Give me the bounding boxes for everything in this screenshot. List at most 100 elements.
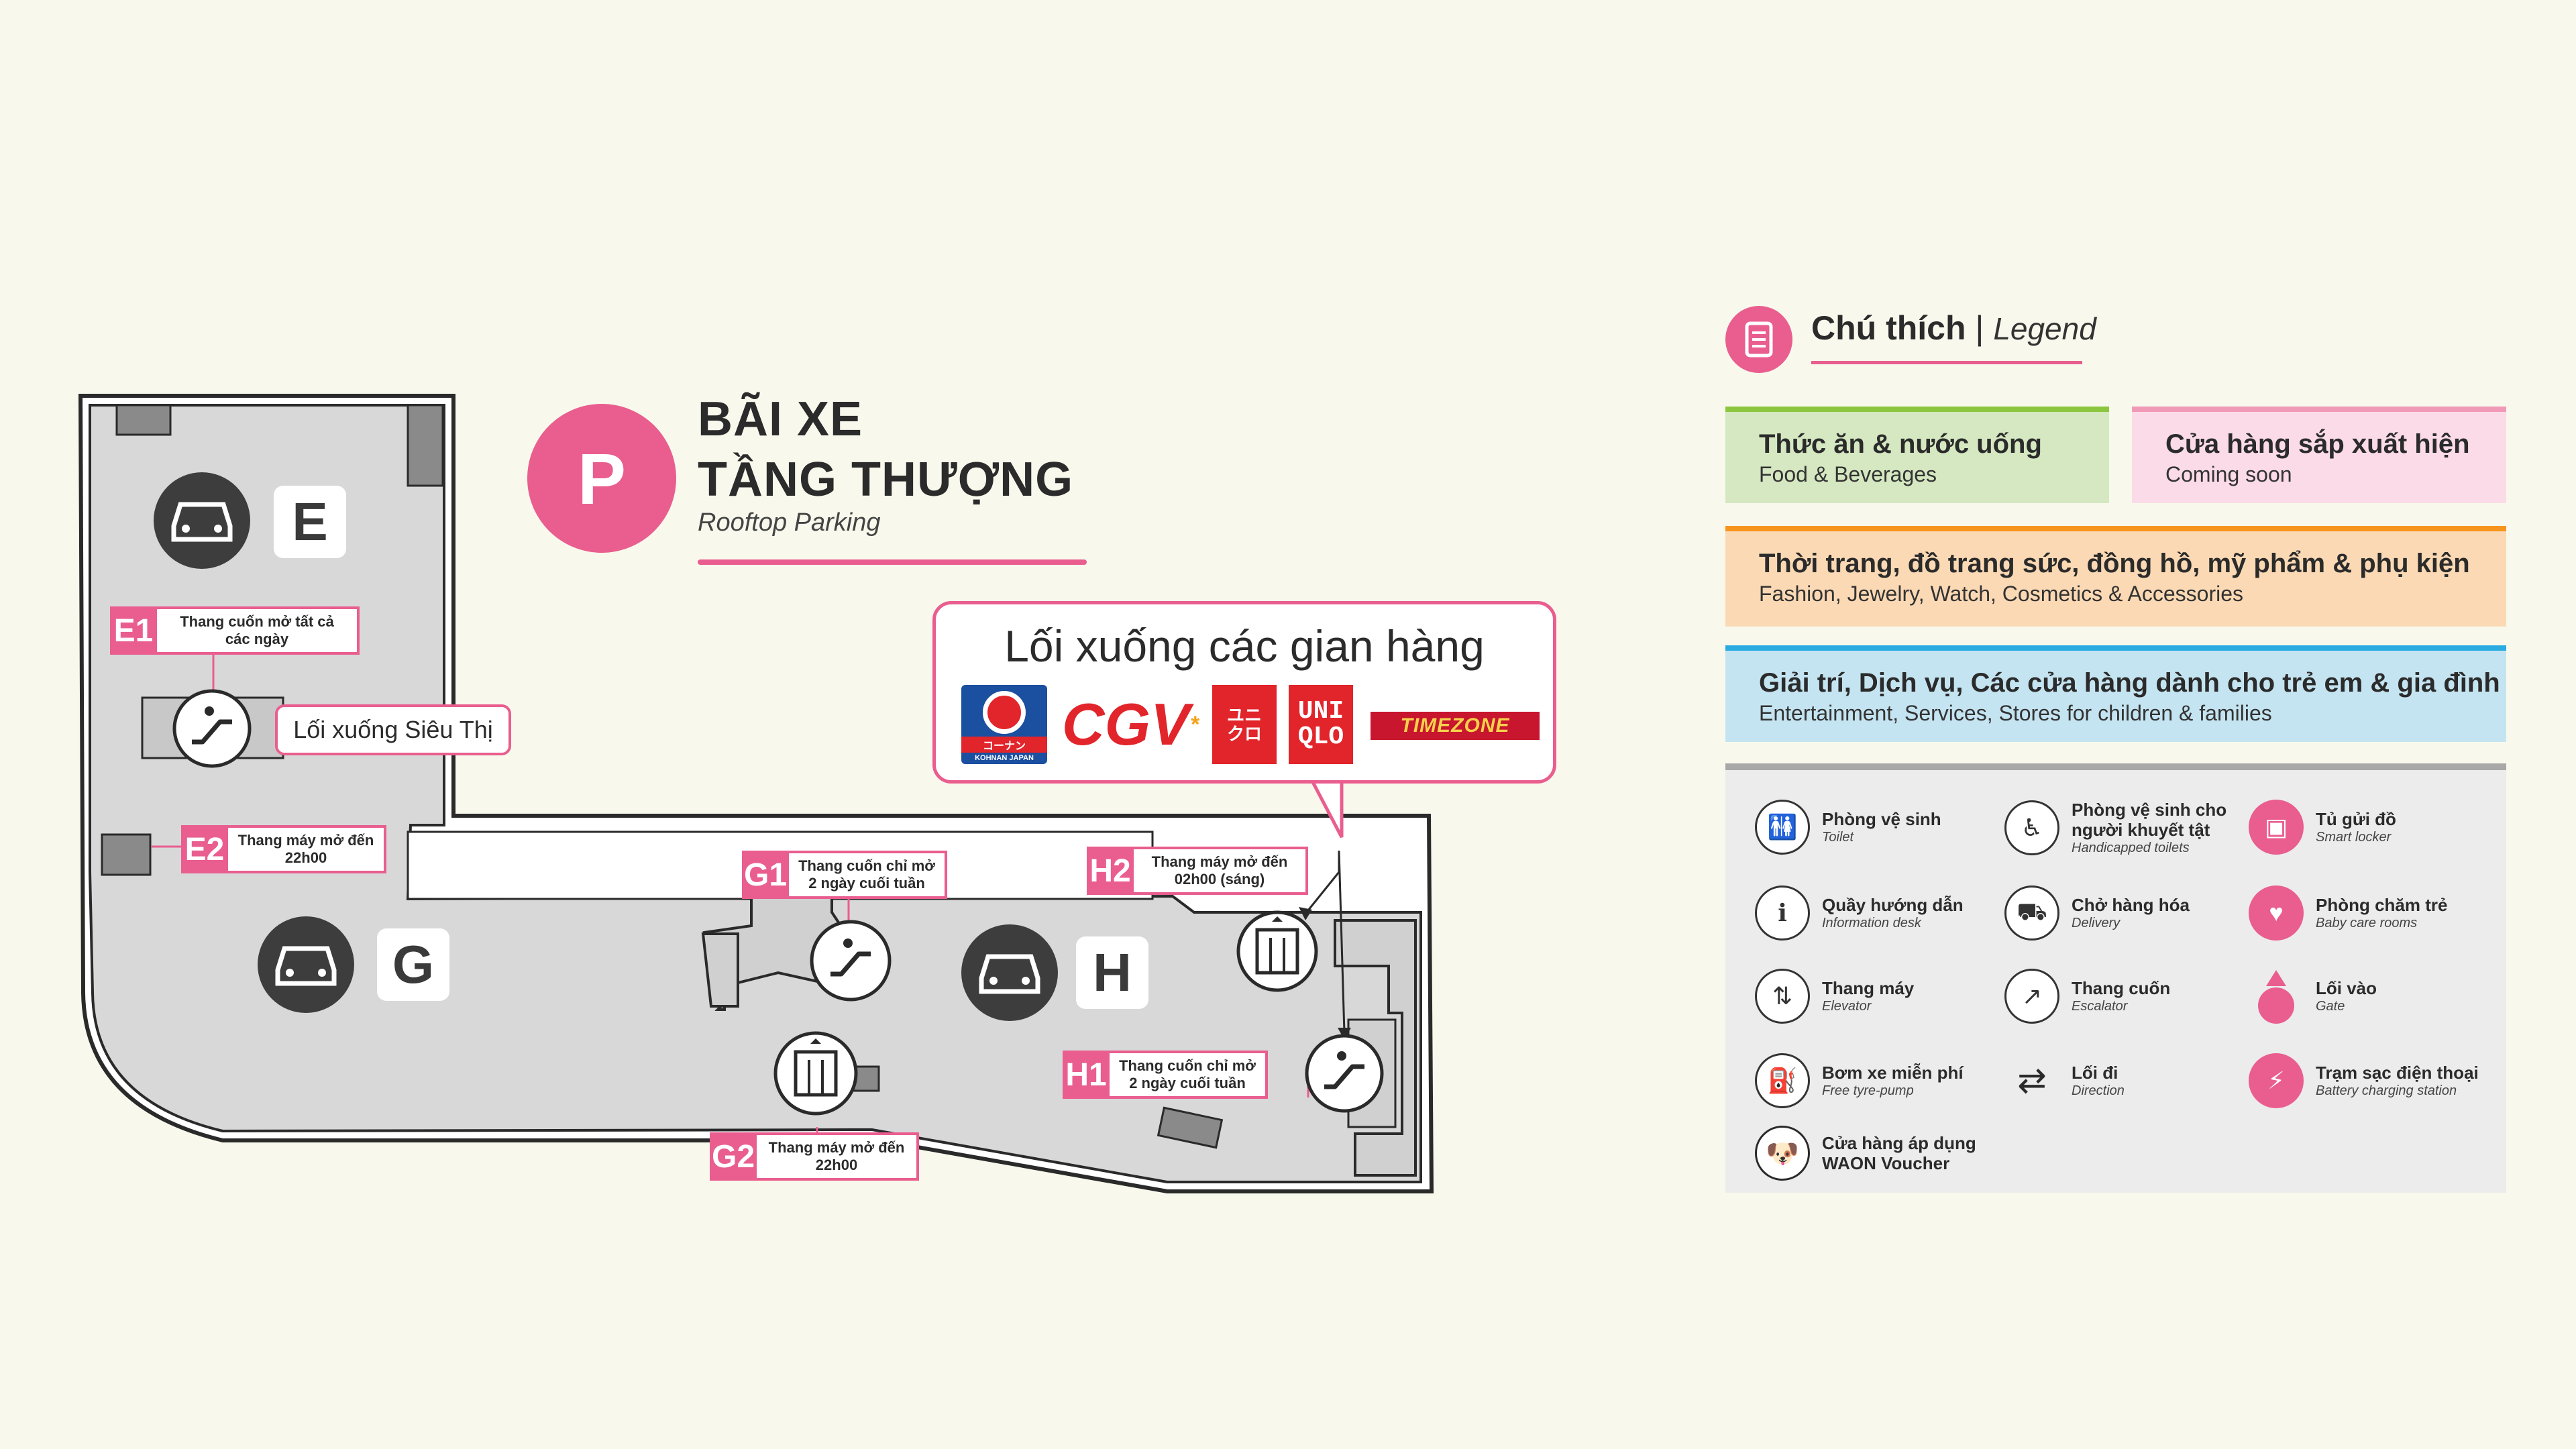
category-sublabel: Coming soon xyxy=(2165,462,2292,486)
legend-item-label: Bơm xe miễn phí xyxy=(1822,1063,1964,1083)
legend-item-sublabel: Handicapped toilets xyxy=(2072,841,2190,855)
locker-icon: ▣ xyxy=(2249,800,2304,855)
timezone-text: TIMEZONE xyxy=(1400,714,1510,737)
legend-item-label: Tủ gửi đồ xyxy=(2316,809,2396,829)
legend-item-label: Cửa hàng áp dụng xyxy=(1822,1133,1976,1153)
label-code: G2 xyxy=(710,1132,757,1181)
escalator-icon xyxy=(810,920,892,1002)
page-title: BÃI XE TẦNG THƯỢNG xyxy=(698,389,1073,510)
legend-item-sublabel: Battery charging station xyxy=(2316,1083,2457,1098)
label-code: H1 xyxy=(1063,1051,1110,1099)
legend-item-label: Lối đi xyxy=(2072,1063,2118,1083)
car-icon xyxy=(258,916,354,1013)
document-list-icon xyxy=(1745,321,1773,358)
title-line-2: TẦNG THƯỢNG xyxy=(698,453,1074,506)
legend-title-vi: Chú thích xyxy=(1811,309,1966,347)
legend-title-en: Legend xyxy=(1993,311,2096,346)
category-label: Giải trí, Dịch vụ, Các cửa hàng dành cho… xyxy=(1759,668,2500,698)
direction-line xyxy=(1338,850,1346,1034)
wall-block xyxy=(1157,1106,1224,1149)
legend-item-sublabel: Free tyre-pump xyxy=(1822,1083,1914,1098)
label-g2: G2 Thang máy mở đến 22h00 xyxy=(710,1132,919,1181)
legend-item-sublabel: Direction xyxy=(2072,1083,2125,1098)
supermarket-exit-label: Lối xuống Siêu Thị xyxy=(275,704,511,755)
category-sublabel: Entertainment, Services, Stores for chil… xyxy=(1759,701,2272,725)
callout-title: Lối xuống các gian hàng xyxy=(1004,621,1485,671)
callout-pointer xyxy=(1310,780,1344,839)
elevator-icon xyxy=(1236,910,1318,992)
label-e2: E2 Thang máy mở đến 22h00 xyxy=(181,825,386,873)
uniqlo-katakana-logo[interactable]: ユニクロ xyxy=(1212,685,1277,764)
legend-item-label: Phòng vệ sinh xyxy=(1822,809,1941,829)
label-g1: G1 Thang cuốn chỉ mở 2 ngày cuối tuần xyxy=(742,851,947,899)
uniqlo-text: UNI QLO xyxy=(1297,697,1344,751)
kohnan-text: コーナン xyxy=(961,737,1047,753)
legend-icon xyxy=(1725,306,1792,373)
legend-item-label: Quầy hướng dẫn xyxy=(1822,895,1964,915)
legend-item-label: Phòng chăm trẻ xyxy=(2316,895,2448,915)
zone-letter-g: G xyxy=(377,928,449,1001)
legend-separator: | xyxy=(1966,309,1994,347)
category-label: Cửa hàng sắp xuất hiện xyxy=(2165,429,2470,459)
direction-arrows-icon: ⇄ xyxy=(2017,1061,2047,1100)
gate-icon xyxy=(2249,969,2304,1024)
elevator-icon xyxy=(773,1031,858,1116)
wall-block xyxy=(407,404,444,487)
label-e1: E1 Thang cuốn mở tất cả các ngày xyxy=(110,606,360,655)
kohnan-logo[interactable]: コーナン KOHNAN JAPAN xyxy=(961,685,1047,764)
legend-item-sublabel: Gate xyxy=(2316,999,2345,1014)
legend-item-sublabel: Smart locker xyxy=(2316,830,2392,845)
label-text: Thang cuốn chỉ mở 2 ngày cuối tuần xyxy=(1110,1051,1268,1099)
wall-block xyxy=(115,404,172,436)
waon-dog-icon: 🐶 xyxy=(1755,1126,1810,1181)
label-code: E2 xyxy=(181,825,228,873)
label-text: Thang máy mở đến 22h00 xyxy=(228,825,386,873)
legend-item-label: Phòng vệ sinh cho người khuyết tật xyxy=(2072,800,2227,840)
legend-item-label: Chở hàng hóa xyxy=(2072,895,2190,915)
legend-item-sublabel: Elevator xyxy=(1822,999,1872,1014)
legend-item-sublabel: WAON Voucher xyxy=(1822,1153,1950,1173)
legend-item-sublabel: Toilet xyxy=(1822,830,1854,845)
legend-title: Chú thích | Legend xyxy=(1811,309,2096,347)
cgv-logo[interactable]: CGV* xyxy=(1062,685,1199,764)
label-text: Thang cuốn chỉ mở 2 ngày cuối tuần xyxy=(789,851,947,899)
direction-arrowhead xyxy=(1299,907,1312,920)
service-room xyxy=(1334,919,1417,1177)
category-label: Thời trang, đồ trang sức, đồng hồ, mỹ ph… xyxy=(1759,549,2470,578)
cgv-mark: * xyxy=(1189,711,1199,737)
tyre-pump-icon: ⛽ xyxy=(1755,1053,1810,1108)
toilet-icon: 🚻 xyxy=(1755,800,1810,855)
legend-item-label: Thang cuốn xyxy=(2072,978,2171,998)
label-text: Thang cuốn mở tất cả các ngày xyxy=(157,606,360,655)
label-text: Thang máy mở đến 22h00 xyxy=(757,1132,919,1181)
label-code: E1 xyxy=(110,606,157,655)
category-sublabel: Fashion, Jewelry, Watch, Cosmetics & Acc… xyxy=(1759,582,2243,606)
legend-item-label: Trạm sạc điện thoại xyxy=(2316,1063,2479,1083)
page-subtitle: Rooftop Parking xyxy=(698,508,881,537)
wheelchair-icon: ♿ xyxy=(2004,800,2059,855)
wall-block xyxy=(101,833,152,876)
label-h2: H2 Thang máy mở đến 02h00 (sáng) xyxy=(1087,847,1308,895)
legend-item-sublabel: Escalator xyxy=(2072,999,2128,1014)
kohnan-sub: KOHNAN JAPAN xyxy=(975,754,1034,762)
label-h1: H1 Thang cuốn chỉ mở 2 ngày cuối tuần xyxy=(1063,1051,1268,1099)
category-coming-soon: Cửa hàng sắp xuất hiện Coming soon xyxy=(2132,407,2506,503)
title-underline xyxy=(698,559,1087,565)
timezone-logo[interactable]: TIMEZONE xyxy=(1371,712,1540,740)
label-text: Thang máy mở đến 02h00 (sáng) xyxy=(1134,847,1308,895)
info-icon: ℹ xyxy=(1755,885,1810,941)
uniqlo-logo[interactable]: UNI QLO xyxy=(1289,685,1353,764)
category-label: Thức ăn & nước uống xyxy=(1759,429,2042,459)
kohnan-ring-icon xyxy=(983,691,1026,734)
